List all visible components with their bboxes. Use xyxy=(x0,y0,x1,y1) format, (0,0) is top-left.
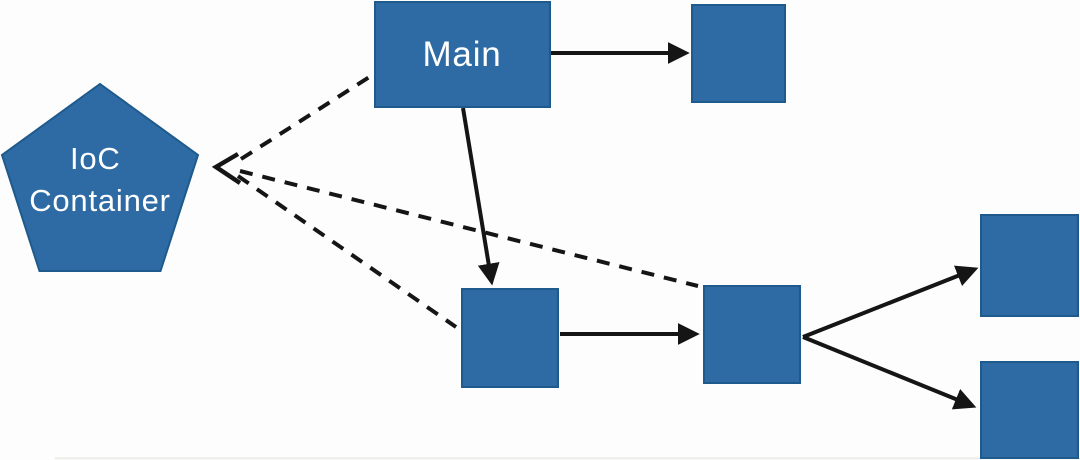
dashed-edge-center-to-ioc xyxy=(236,174,458,329)
dashed-arrowhead-toward-ioc xyxy=(211,152,242,185)
main-label: Main xyxy=(422,35,501,74)
main-rect-shape xyxy=(374,1,551,108)
dashed-edges-group xyxy=(211,74,699,329)
node-component-far-bottom xyxy=(980,361,1079,459)
ioc-container-label: IoC Container xyxy=(29,141,171,218)
dashed-edge-main-to-ioc xyxy=(239,74,373,161)
node-component-top-right xyxy=(691,4,786,103)
solid-edges-group xyxy=(461,42,979,410)
slide-bottom-edge-line xyxy=(55,457,1080,460)
edge-main-to-center xyxy=(461,107,500,286)
edge-mid-right-to-far-top xyxy=(802,265,979,339)
node-component-far-top xyxy=(980,214,1079,317)
ioc-pentagon-shape xyxy=(0,82,200,272)
node-component-mid-right xyxy=(703,285,801,384)
node-component-center xyxy=(461,288,559,388)
edge-mid-right-to-far-bottom xyxy=(802,335,977,410)
node-main: Main xyxy=(374,1,551,108)
node-ioc-container: IoC Container xyxy=(0,82,200,272)
dashed-edge-mid-right-to-ioc xyxy=(239,169,699,288)
